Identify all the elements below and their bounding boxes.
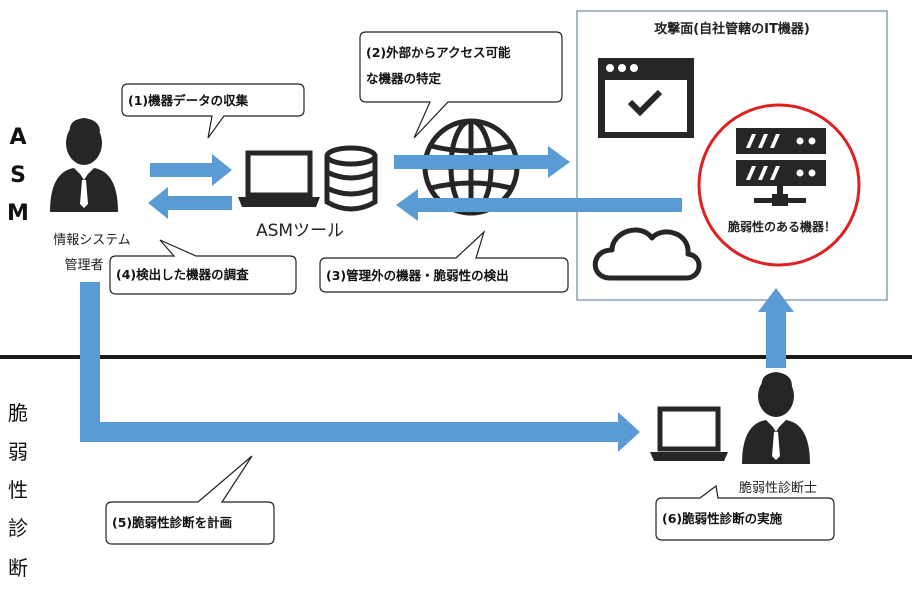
vuln-side-label: 脆 弱 性 診 断 xyxy=(8,401,28,580)
callout-4: (4)検出した機器の調査 xyxy=(109,239,297,295)
section-divider xyxy=(0,355,912,359)
asm-letter: A xyxy=(9,125,26,150)
callout-2: (2)外部からアクセス可能 な機器の特定 xyxy=(359,31,563,139)
server-icon xyxy=(736,128,826,206)
attack-surface-title: 攻撃面(自社管轄のIT機器) xyxy=(654,21,810,37)
vuln-char: 弱 xyxy=(8,440,28,464)
callout-5-text: (5)脆弱性診断を計画 xyxy=(112,515,232,530)
arrows xyxy=(80,146,794,452)
asm-tool-label: ASMツール xyxy=(256,221,344,241)
callout-6: (6)脆弱性診断の実施 xyxy=(655,484,835,541)
vuln-char: 診 xyxy=(8,516,28,540)
admin-label-line2: 管理者 xyxy=(64,258,103,273)
vuln-char: 脆 xyxy=(8,401,28,425)
asm-side-label: A S M xyxy=(7,125,29,226)
admin-label-line1: 情報システム xyxy=(53,233,131,248)
callout-3: (3)管理外の機器・脆弱性の検出 xyxy=(319,230,569,293)
arrow-admin-to-tool xyxy=(150,154,232,186)
laptop-icon xyxy=(238,150,320,207)
asm-letter: S xyxy=(10,163,26,188)
arrow-diagnostician-to-attack-surface xyxy=(758,288,794,368)
callout-1-text: (1)機器データの収集 xyxy=(128,93,249,108)
cloud-icon xyxy=(592,227,702,281)
diagnostician-person-icon xyxy=(742,372,810,464)
arrow-attack-surface-to-tool xyxy=(396,189,682,221)
arrow-admin-to-diagnostician xyxy=(80,282,640,452)
arrow-tool-to-attack-surface xyxy=(394,146,570,178)
callout-2-text-line1: (2)外部からアクセス可能 xyxy=(366,45,511,60)
database-icon xyxy=(324,145,378,212)
vuln-char: 性 xyxy=(8,478,28,502)
callout-5: (5)脆弱性診断を計画 xyxy=(105,455,275,545)
diagnostician-laptop-icon xyxy=(650,406,728,461)
callout-3-text: (3)管理外の機器・脆弱性の検出 xyxy=(326,268,509,283)
asm-letter: M xyxy=(7,201,29,226)
callout-6-text: (6)脆弱性診断の実施 xyxy=(662,511,783,526)
browser-check-icon xyxy=(598,58,694,138)
arrow-tool-to-admin xyxy=(148,187,232,219)
admin-person-icon xyxy=(50,118,118,212)
callout-4-text: (4)検出した機器の調査 xyxy=(116,267,249,282)
callout-2-text-line2: な機器の特定 xyxy=(366,71,442,86)
callout-1: (1)機器データの収集 xyxy=(121,83,305,139)
vuln-char: 断 xyxy=(8,556,28,580)
diagnostician-label: 脆弱性診断士 xyxy=(739,480,817,496)
vulnerable-device-label: 脆弱性のある機器！ xyxy=(727,219,836,234)
